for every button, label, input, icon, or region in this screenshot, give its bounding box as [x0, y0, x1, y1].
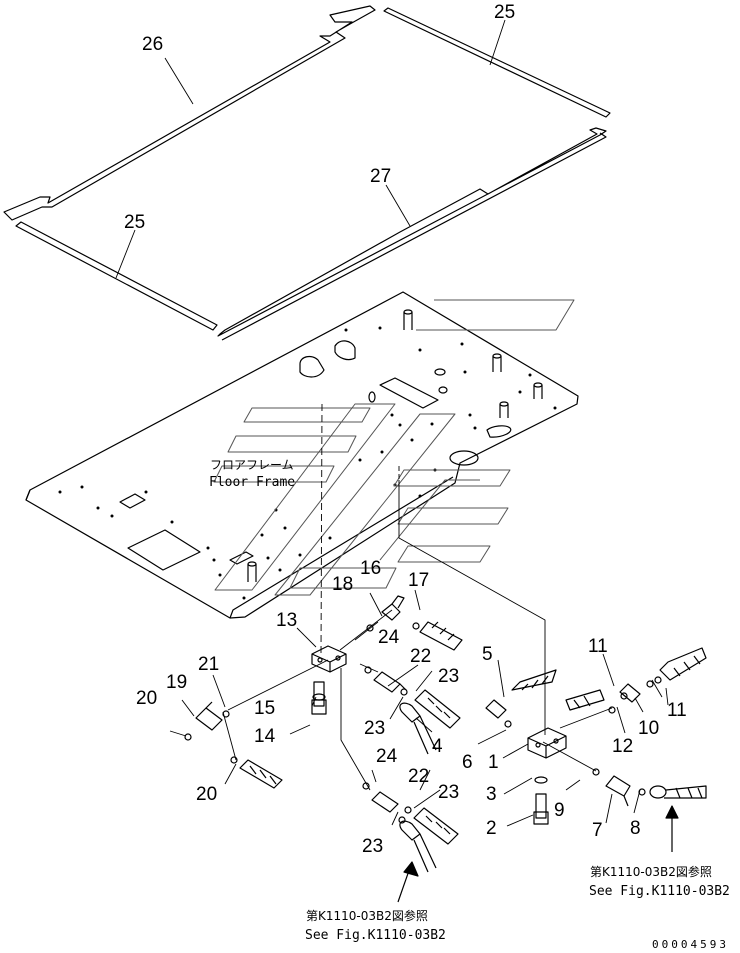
- part-number-3: 3: [486, 784, 497, 805]
- part-number-23-c: 23: [438, 782, 459, 803]
- part-number-26: 26: [142, 34, 163, 55]
- reference-note-right-en: See Fig.K1110-03B2: [589, 884, 730, 899]
- part-number-2: 2: [486, 818, 497, 839]
- reference-arrows: [397, 805, 679, 903]
- part-number-16: 16: [360, 558, 381, 579]
- part-number-25-top: 25: [494, 2, 515, 23]
- floor-frame-label-en: Floor Frame: [209, 475, 295, 490]
- part-number-4: 4: [432, 736, 443, 757]
- part-number-20-bottom: 20: [196, 784, 217, 805]
- part-number-23-b: 23: [364, 718, 385, 739]
- part-number-20-top: 20: [136, 688, 157, 709]
- part-number-27: 27: [370, 166, 391, 187]
- part-number-14: 14: [254, 726, 276, 747]
- part-number-19: 19: [166, 672, 187, 693]
- fittings: [195, 595, 707, 873]
- seal-strip-26: [3, 5, 376, 221]
- reference-note-left-jp: 第K1110-03B2図参照: [306, 908, 428, 923]
- part-number-11-top: 11: [588, 636, 608, 657]
- part-callouts: 26 25 27 25 16 18 17 13 24 21 22 5 11 19…: [124, 2, 687, 857]
- callout-leaders: [115, 19, 669, 827]
- floor-frame-label-jp: フロアフレーム: [210, 458, 294, 472]
- part-number-25-left: 25: [124, 212, 145, 233]
- seal-strip-27: [217, 127, 607, 341]
- seal-strip-25-top: [383, 7, 611, 118]
- part-number-17: 17: [408, 570, 429, 591]
- part-number-24-bottom: 24: [376, 746, 398, 767]
- part-number-15: 15: [254, 698, 275, 719]
- part-number-1: 1: [488, 752, 499, 773]
- part-number-23-a: 23: [438, 666, 459, 687]
- part-number-12: 12: [612, 736, 633, 757]
- part-number-8: 8: [630, 818, 641, 839]
- watermark-logo: [213, 299, 575, 596]
- figure-code: 00004593: [652, 938, 729, 951]
- part-number-7: 7: [592, 820, 603, 841]
- reference-note-left-en: See Fig.K1110-03B2: [305, 928, 446, 943]
- leader-lines: [222, 403, 613, 791]
- floor-frame-plate: [25, 291, 579, 619]
- part-number-23-d: 23: [362, 836, 383, 857]
- part-number-18: 18: [332, 574, 353, 595]
- junction-block-13: [311, 645, 347, 673]
- o-rings: [184, 622, 662, 824]
- plate-holes: [58, 326, 557, 600]
- junction-block-1: [527, 727, 567, 759]
- part-number-21: 21: [198, 654, 219, 675]
- reference-note-right-jp: 第K1110-03B2図参照: [590, 864, 712, 879]
- part-number-5: 5: [482, 644, 493, 665]
- part-number-22-bottom: 22: [408, 766, 429, 787]
- part-number-13: 13: [276, 610, 297, 631]
- part-number-9: 9: [554, 800, 565, 821]
- part-number-24-top: 24: [378, 627, 400, 648]
- part-number-6: 6: [462, 752, 473, 773]
- part-number-11-right: 11: [667, 700, 687, 721]
- seal-strip-25-left: [15, 221, 218, 331]
- part-number-10: 10: [638, 718, 659, 739]
- part-number-22-top: 22: [410, 646, 431, 667]
